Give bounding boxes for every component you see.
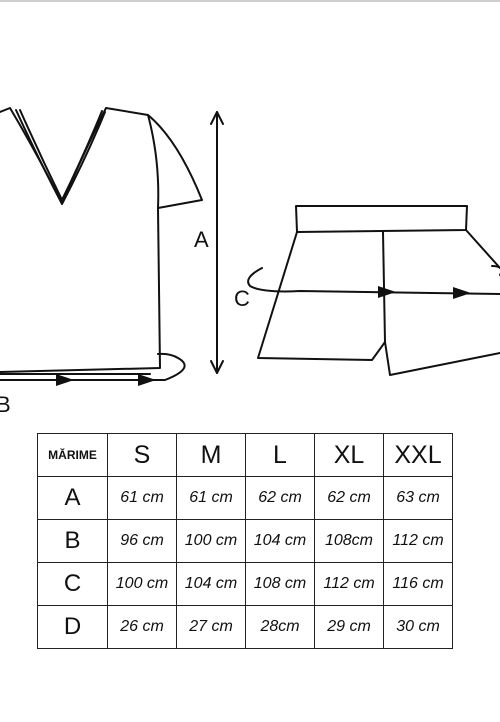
row-label-c: C bbox=[37, 562, 108, 606]
table-cell: 28cm bbox=[245, 605, 315, 649]
size-chart-table: MĂRIME S M L XL XXL A 61 cm 61 cm 62 cm … bbox=[37, 433, 453, 649]
arrow-head-icon bbox=[453, 287, 471, 299]
size-col-xl: XL bbox=[314, 433, 384, 477]
size-col-xxl: XXL bbox=[383, 433, 453, 477]
table-cell: 27 cm bbox=[176, 605, 246, 649]
table-cell: 108cm bbox=[314, 519, 384, 563]
table-cell: 29 cm bbox=[314, 605, 384, 649]
dimension-a-arrow bbox=[210, 111, 224, 374]
table-cell: 63 cm bbox=[383, 476, 453, 520]
dimension-b-arrow bbox=[0, 352, 186, 381]
table-cell: 62 cm bbox=[245, 476, 315, 520]
table-row: A 61 cm 61 cm 62 cm 62 cm 63 cm bbox=[37, 476, 453, 520]
table-cell: 100 cm bbox=[107, 562, 177, 606]
table-cell: 104 cm bbox=[176, 562, 246, 606]
row-label-b: B bbox=[37, 519, 108, 563]
table-cell: 108 cm bbox=[245, 562, 315, 606]
size-col-s: S bbox=[107, 433, 177, 477]
shorts-drawing bbox=[257, 205, 500, 376]
table-cell: 61 cm bbox=[176, 476, 246, 520]
label-c: C bbox=[234, 286, 250, 311]
table-cell: 112 cm bbox=[383, 519, 453, 563]
arrow-head-icon bbox=[56, 374, 74, 386]
table-row: D 26 cm 27 cm 28cm 29 cm 30 cm bbox=[37, 605, 453, 649]
table-header-row: MĂRIME S M L XL XXL bbox=[37, 433, 453, 477]
size-col-m: M bbox=[176, 433, 246, 477]
table-cell: 61 cm bbox=[107, 476, 177, 520]
label-a: A bbox=[194, 227, 209, 252]
size-header-label: MĂRIME bbox=[37, 433, 108, 477]
table-row: B 96 cm 100 cm 104 cm 108cm 112 cm bbox=[37, 519, 453, 563]
garment-diagram: A B C bbox=[0, 107, 500, 417]
table-cell: 96 cm bbox=[107, 519, 177, 563]
tshirt-drawing bbox=[0, 107, 203, 373]
table-cell: 104 cm bbox=[245, 519, 315, 563]
row-label-a: A bbox=[37, 476, 108, 520]
table-cell: 112 cm bbox=[314, 562, 384, 606]
table-row: C 100 cm 104 cm 108 cm 112 cm 116 cm bbox=[37, 562, 453, 606]
table-cell: 116 cm bbox=[383, 562, 453, 606]
table-cell: 26 cm bbox=[107, 605, 177, 649]
label-b: B bbox=[0, 392, 11, 417]
size-col-l: L bbox=[245, 433, 315, 477]
arrow-head-icon bbox=[378, 286, 396, 298]
table-cell: 30 cm bbox=[383, 605, 453, 649]
row-label-d: D bbox=[37, 605, 108, 649]
top-border bbox=[0, 0, 500, 2]
table-cell: 62 cm bbox=[314, 476, 384, 520]
table-cell: 100 cm bbox=[176, 519, 246, 563]
dimension-c-arrow bbox=[247, 265, 500, 295]
arrow-head-icon bbox=[138, 374, 156, 386]
